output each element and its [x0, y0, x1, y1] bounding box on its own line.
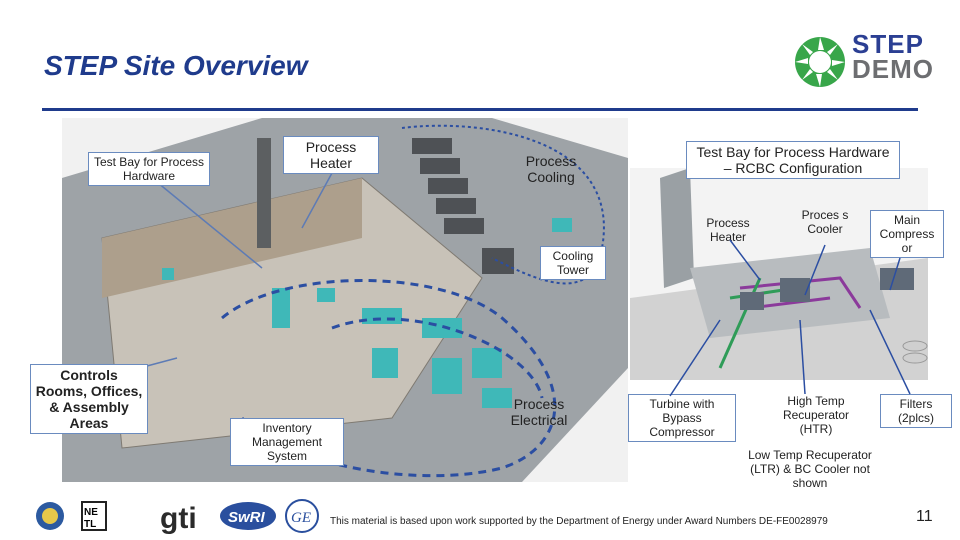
logo-line-1: STEP [852, 29, 924, 59]
label-process-electrical: Process Electrical [510, 396, 568, 428]
svg-text:NE: NE [84, 507, 98, 518]
page-number: 11 [916, 508, 933, 525]
logo-line-2: DEMO [852, 54, 934, 84]
label-process-cooler: Proces s Cooler [801, 208, 849, 236]
callout-test-bay: Test Bay for Process Hardware [88, 152, 210, 186]
title-divider [42, 108, 918, 111]
page-title: STEP Site Overview [44, 50, 308, 81]
label-process-cooling: Process Cooling [525, 153, 577, 185]
callout-cooling-tower: Cooling Tower [540, 246, 606, 280]
step-demo-logo [795, 37, 845, 87]
label-process-heater-2: Process Heater [706, 216, 750, 244]
callout-main-compressor: Main Compress or [870, 210, 944, 258]
callout-filters: Filters (2plcs) [880, 394, 952, 428]
callout-turbine: Turbine with Bypass Compressor [628, 394, 736, 442]
rcbc-configuration-rendering [630, 168, 928, 380]
callout-leader-lines [669, 239, 911, 397]
label-ltr-note: Low Temp Recuperator (LTR) & BC Cooler n… [748, 448, 872, 490]
callout-process-heater: Process Heater [283, 136, 379, 174]
funding-disclaimer: This material is based upon work support… [330, 516, 828, 527]
callout-inventory-management: Inventory Management System [230, 418, 344, 466]
callout-test-bay-rcbc: Test Bay for Process Hardware – RCBC Con… [686, 141, 900, 179]
label-htr: High Temp Recuperator (HTR) [782, 394, 850, 436]
svg-text:SwRI: SwRI [228, 509, 266, 526]
svg-text:gti: gti [160, 502, 197, 535]
svg-text:GE: GE [291, 510, 311, 526]
logo-wordmark: STEP DEMO [852, 29, 934, 84]
sponsor-logos: NE TL gti SwRI GE [36, 499, 319, 535]
callout-controls-rooms: Controls Rooms, Offices, & Assembly Area… [30, 364, 148, 434]
svg-text:TL: TL [84, 519, 96, 530]
